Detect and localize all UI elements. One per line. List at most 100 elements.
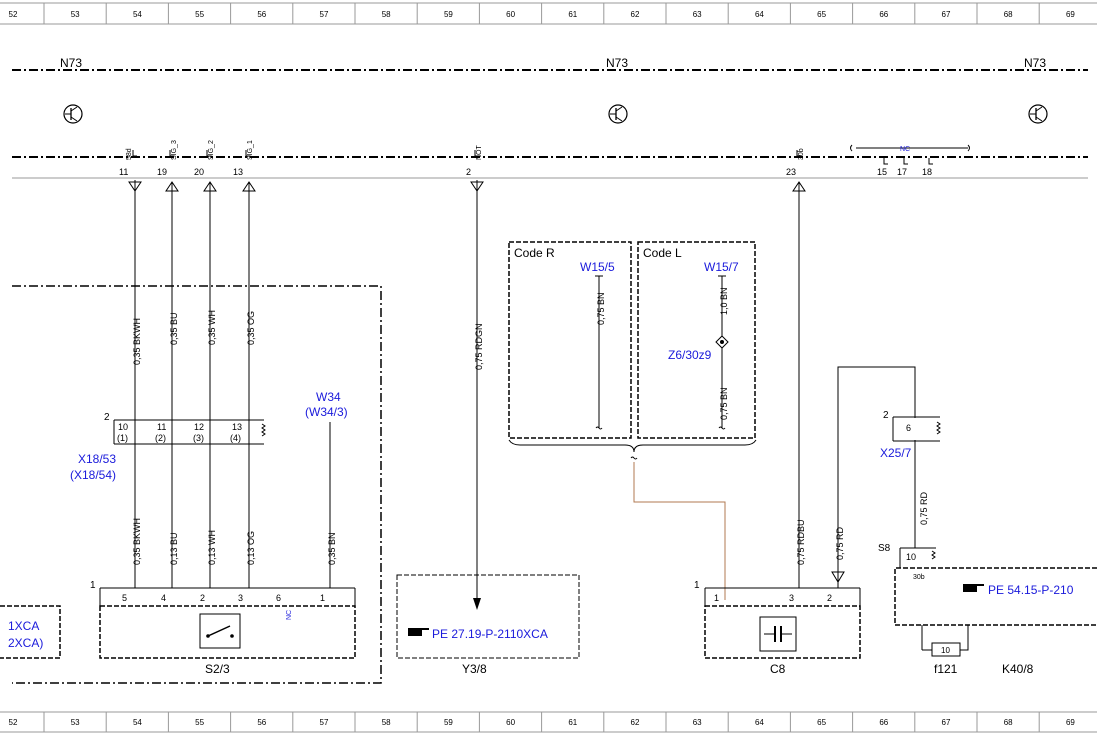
wire-bkwh: 0,35 BKWH 0,35 BKWH <box>128 180 142 588</box>
w15-5-label[interactable]: W15/5 <box>580 260 615 274</box>
svg-text:Code L: Code L <box>643 246 682 260</box>
x25-7-label[interactable]: X25/7 <box>880 446 912 460</box>
ruler-label: 58 <box>382 718 391 727</box>
ruler-label: 61 <box>568 718 577 727</box>
svg-text:NOT: NOT <box>476 145 483 161</box>
w34-label-alt[interactable]: (W34/3) <box>305 405 348 419</box>
ruler-label: 64 <box>755 10 764 19</box>
svg-text:10: 10 <box>906 552 916 562</box>
ruler-label: 55 <box>195 718 204 727</box>
svg-text:6: 6 <box>276 593 281 603</box>
ruler-label: 52 <box>9 718 18 727</box>
n73-pins: 58d 11 SIG_3 19 SIG_2 20 SIG_1 13 NOT 2 … <box>119 140 970 177</box>
n73-pin: 18 <box>922 158 933 177</box>
y3-8-ref-link[interactable]: PE 27.19-P-2110XCA <box>432 627 548 641</box>
svg-text:0,35 WH: 0,35 WH <box>207 310 217 345</box>
wire-rd: 0,75 RD 0,75 RD <box>831 366 929 588</box>
svg-text:0,75 BN: 0,75 BN <box>596 292 606 325</box>
svg-text:NC: NC <box>286 610 293 620</box>
n73-label-right: N73 <box>1024 56 1046 70</box>
k40-8-label[interactable]: K40/8 <box>1002 662 1034 676</box>
switch-icon <box>199 613 241 649</box>
n73-pin: 30b 23 <box>786 148 805 177</box>
w15-7-label[interactable]: W15/7 <box>704 260 739 274</box>
svg-text:SIG_3: SIG_3 <box>171 140 178 160</box>
svg-text:0,75 RDGN: 0,75 RDGN <box>474 323 484 370</box>
x18-label[interactable]: X18/53 <box>78 452 116 466</box>
svg-text:2: 2 <box>883 410 889 421</box>
s2-area-boundary <box>12 285 382 684</box>
hand-pointer-icon <box>963 584 984 592</box>
ruler-label: 57 <box>320 10 329 19</box>
wire-wh: 0,35 WH 0,13 WH <box>203 181 217 588</box>
wire-brown <box>633 462 726 600</box>
svg-text:23: 23 <box>786 167 796 177</box>
c8-label[interactable]: C8 <box>770 662 786 676</box>
n73-pin: SIG_1 13 <box>233 140 254 177</box>
nc-bracket: NC <box>850 144 970 153</box>
svg-text:17: 17 <box>897 167 907 177</box>
svg-text:(1): (1) <box>117 433 128 443</box>
svg-text:0,13 BU: 0,13 BU <box>169 532 179 565</box>
n73-pin: 58d 11 <box>119 148 137 177</box>
wire-rdbu: 0,75 RDBU <box>792 181 806 588</box>
svg-text:58d: 58d <box>126 148 133 160</box>
svg-text:SIG_1: SIG_1 <box>247 140 254 160</box>
ruler-label: 67 <box>942 10 951 19</box>
svg-text:20: 20 <box>194 167 204 177</box>
c8-capacitor: 1 1 3 2 C8 <box>694 580 861 676</box>
ruler-label: 60 <box>506 718 515 727</box>
wire-w34-bn: 0,35 BN <box>327 422 337 588</box>
f121-label[interactable]: f121 <box>934 662 958 676</box>
svg-text:0,35 BKWH: 0,35 BKWH <box>132 318 142 365</box>
s2-3-switch: 1 5 4 2 3 6 1 NC S2/3 <box>90 580 356 676</box>
svg-text:0,75 RDBU: 0,75 RDBU <box>796 519 806 565</box>
svg-text:6: 6 <box>906 423 911 433</box>
svg-text:NC: NC <box>900 146 910 153</box>
ruler-label: 57 <box>320 718 329 727</box>
ruler-label: 68 <box>1004 10 1013 19</box>
k40-8-ref-link[interactable]: PE 54.15-P-210 <box>988 583 1074 597</box>
svg-text:10: 10 <box>941 646 950 655</box>
ruler-label: 52 <box>9 10 18 19</box>
svg-text:13: 13 <box>233 167 243 177</box>
svg-text:3: 3 <box>789 593 794 603</box>
svg-text:1XCA[interactable]: 1XCA <box>8 619 39 633</box>
ruler-label: 66 <box>879 718 888 727</box>
n73-pin: NOT 2 <box>466 145 483 178</box>
svg-text:2: 2 <box>104 412 110 423</box>
svg-text:(4): (4) <box>230 433 241 443</box>
ruler-label: 69 <box>1066 718 1075 727</box>
svg-text:1: 1 <box>694 580 700 591</box>
svg-text:2: 2 <box>827 593 832 603</box>
svg-text:4: 4 <box>161 593 166 603</box>
svg-text:30b: 30b <box>798 148 805 160</box>
w34-label[interactable]: W34 <box>316 390 341 404</box>
y3-8-label[interactable]: Y3/8 <box>462 662 487 676</box>
n73-pin: 17 <box>897 158 908 177</box>
ruler-label: 56 <box>257 10 266 19</box>
svg-text:S8[interactable]: S8 <box>878 543 891 554</box>
svg-text:30b: 30b <box>913 574 925 581</box>
hand-pointer-icon <box>408 628 429 636</box>
svg-text:5: 5 <box>122 593 127 603</box>
ruler-label: 67 <box>942 718 951 727</box>
svg-text:2: 2 <box>200 593 205 603</box>
svg-text:0,75 RD: 0,75 RD <box>835 526 845 560</box>
s8-junction: S8 10 30b <box>878 543 936 581</box>
z6-splice-label[interactable]: Z6/30z9 <box>668 348 712 362</box>
x18-label-alt[interactable]: (X18/54) <box>70 468 116 482</box>
s2-3-label[interactable]: S2/3 <box>205 662 230 676</box>
transistor-icon <box>1028 104 1048 124</box>
svg-text:SIG_2: SIG_2 <box>208 140 215 160</box>
svg-text:2XCA)[interactable]: 2XCA) <box>8 636 43 650</box>
ruler-label: 54 <box>133 10 142 19</box>
ruler-label: 69 <box>1066 10 1075 19</box>
svg-text:11: 11 <box>119 167 128 177</box>
ruler-label: 58 <box>382 10 391 19</box>
svg-text:0,35 BKWH: 0,35 BKWH <box>132 518 142 565</box>
capacitor-icon <box>759 616 797 652</box>
svg-text:(3): (3) <box>193 433 204 443</box>
code-bracket <box>508 439 757 460</box>
